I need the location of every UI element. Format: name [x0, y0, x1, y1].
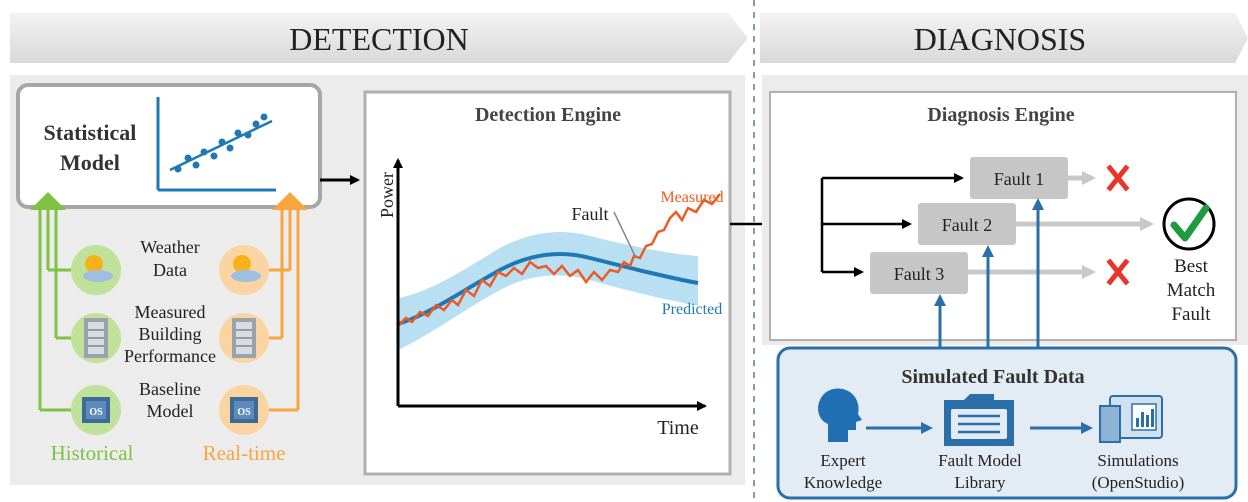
svg-text:OS: OS	[89, 407, 103, 418]
model-realtime: OS	[219, 385, 269, 435]
realtime-label: Real-time	[203, 441, 286, 465]
baseline-label-2: Model	[147, 401, 194, 421]
historical-label: Historical	[51, 441, 134, 465]
measured-label-1: Measured	[135, 302, 206, 322]
simulations-label-2: (OpenStudio)	[1092, 473, 1185, 492]
measured-line	[397, 193, 721, 327]
fault-1-label: Fault 1	[994, 169, 1045, 189]
building-icon	[84, 318, 108, 358]
sun-cloud-icon	[83, 255, 113, 282]
simulation-icon	[1099, 395, 1163, 443]
openstudio-icon: OS	[82, 397, 110, 423]
x-axis-label: Time	[657, 417, 699, 439]
library-label-1: Fault Model	[938, 451, 1022, 470]
best-match-label-1: Best	[1174, 256, 1209, 277]
weather-label-1: Weather	[140, 237, 200, 257]
weather-realtime	[219, 245, 269, 295]
building-realtime	[219, 313, 269, 363]
measured-label-3: Performance	[124, 346, 216, 366]
fault-2-label: Fault 2	[942, 215, 993, 235]
detection-banner-label: DETECTION	[289, 21, 469, 57]
expert-label-1: Expert	[820, 451, 866, 470]
historical-connectors	[38, 206, 74, 412]
simulated-fault-data-title: Simulated Fault Data	[901, 366, 1084, 388]
weather-label-2: Data	[153, 260, 187, 280]
simulations-label-1: Simulations	[1097, 451, 1178, 470]
fault-label: Fault	[571, 204, 608, 224]
simulated-to-fault-arrows	[934, 198, 1044, 348]
fault-1-box: Fault 1	[970, 157, 1068, 199]
expert-label-2: Knowledge	[804, 473, 882, 492]
diagnosis-engine-title: Diagnosis Engine	[927, 104, 1074, 126]
best-match-label-2: Match	[1167, 280, 1216, 301]
sun-cloud-icon	[231, 255, 261, 282]
building-historical	[71, 313, 121, 363]
detection-engine-title: Detection Engine	[475, 104, 621, 126]
folder-icon	[944, 394, 1014, 446]
model-historical: OS	[71, 385, 121, 435]
head-silhouette-icon	[818, 388, 862, 442]
building-icon	[232, 318, 256, 358]
reject-x-icon	[1106, 258, 1130, 286]
measured-label-2: Building	[138, 324, 201, 344]
baseline-label-1: Baseline	[139, 379, 201, 399]
svg-text:OS: OS	[237, 407, 251, 418]
fault-3-box: Fault 3	[870, 252, 968, 294]
library-label-2: Library	[955, 473, 1006, 492]
fault-2-box: Fault 2	[918, 203, 1016, 245]
historical-arrowhead	[30, 192, 66, 210]
reject-x-icon	[1106, 164, 1130, 192]
diagnosis-banner	[760, 13, 1248, 63]
realtime-connectors	[265, 206, 300, 412]
weather-historical	[71, 245, 121, 295]
fault-pointer	[613, 211, 637, 259]
best-match-label-3: Fault	[1171, 304, 1211, 325]
realtime-arrowhead	[272, 192, 308, 210]
regression-plot-icon	[156, 97, 276, 192]
check-icon	[1162, 197, 1216, 251]
fault-3-label: Fault 3	[894, 264, 945, 284]
detection-banner	[10, 13, 748, 63]
statistical-model-box	[16, 83, 322, 209]
measured-series-label: Measured	[660, 189, 723, 206]
predicted-line	[397, 252, 699, 326]
predicted-series-label: Predicted	[662, 301, 722, 318]
fault-routing	[820, 173, 964, 277]
openstudio-icon: OS	[230, 397, 258, 423]
statistical-model-label-2: Model	[60, 150, 120, 175]
diagnosis-banner-label: DIAGNOSIS	[914, 21, 1086, 57]
statistical-model-label-1: Statistical	[44, 120, 137, 145]
y-axis-label: Power	[377, 172, 397, 218]
detection-plot: Power Time Fault Measured Predicted	[377, 158, 724, 439]
